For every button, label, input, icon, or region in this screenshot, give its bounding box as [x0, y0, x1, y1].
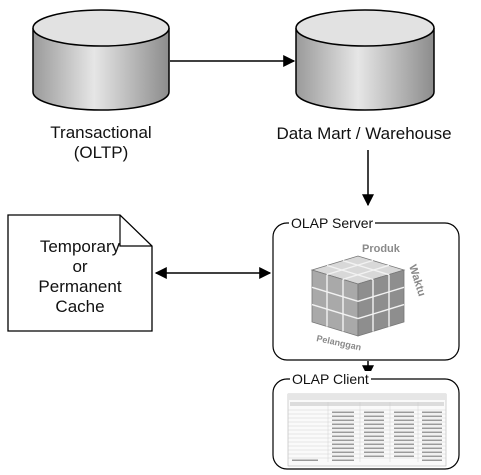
- olap-client-title: OLAP Client: [290, 371, 371, 387]
- warehouse-label: Data Mart / Warehouse: [276, 124, 452, 143]
- cache-label-line1: Temporary: [39, 237, 121, 256]
- warehouse-database-icon: [295, 9, 435, 111]
- oltp-label-line2: (OLTP): [73, 143, 129, 162]
- cache-label-line2: or: [72, 257, 88, 276]
- cube-dim-top: Produk: [362, 243, 401, 255]
- cache-label: Temporary or Permanent Cache: [8, 237, 152, 317]
- oltp-label-line1: Transactional: [50, 123, 152, 142]
- report-table-icon: [287, 393, 447, 467]
- cache-document-icon: [7, 214, 153, 332]
- oltp-label: Transactional (OLTP): [21, 123, 181, 163]
- cache-label-line3: Permanent: [38, 277, 122, 296]
- document-fold: [119, 215, 152, 247]
- cache-label-line4: Cache: [55, 297, 105, 316]
- oltp-database-icon: [32, 9, 170, 111]
- olap-server-title: OLAP Server: [289, 215, 376, 231]
